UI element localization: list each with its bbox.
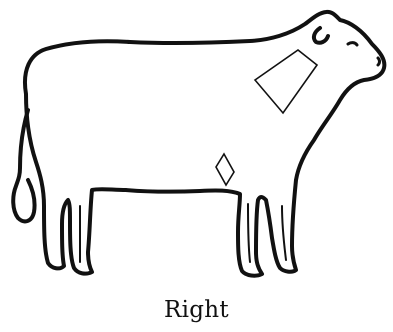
neck-region-marker (255, 50, 317, 113)
cow-nostril (378, 58, 380, 65)
cow-eye (348, 43, 357, 45)
cow-ear (314, 28, 328, 43)
cow-inner-leg-line-front-2 (282, 206, 286, 260)
diagram-caption: Right (0, 297, 393, 323)
cow-outline-drawing (0, 0, 393, 300)
elbow-region-marker (216, 154, 234, 185)
cow-inner-leg-line-front (248, 204, 250, 262)
cow-tail (13, 110, 34, 221)
cow-body-outline (25, 12, 384, 276)
